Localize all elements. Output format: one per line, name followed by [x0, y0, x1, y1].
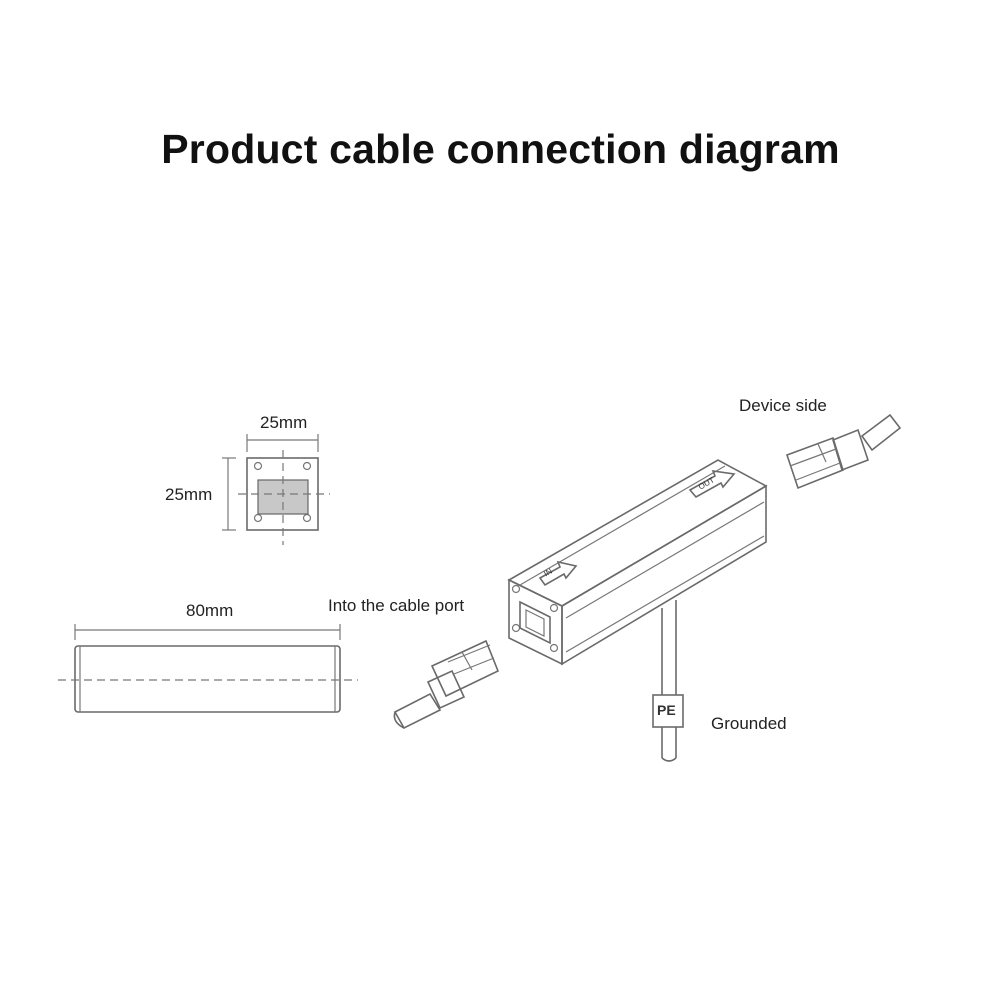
cable-port-label: Into the cable port — [328, 596, 465, 615]
ground-wire — [652, 600, 684, 762]
height-dimension-label: 25mm — [165, 485, 213, 504]
cable-port-plug — [393, 639, 500, 730]
pe-tag-text: PE — [657, 702, 676, 718]
device-side-label: Device side — [739, 396, 827, 415]
surge-protector-body — [507, 459, 768, 666]
device-side-plug — [785, 413, 902, 490]
length-dimension-label: 80mm — [186, 601, 234, 620]
width-dimension-label: 25mm — [260, 413, 308, 432]
page-title: Product cable connection diagram — [161, 126, 840, 172]
grounded-label: Grounded — [711, 714, 787, 733]
front-view-drawing — [222, 434, 330, 545]
side-view-drawing — [58, 624, 358, 713]
